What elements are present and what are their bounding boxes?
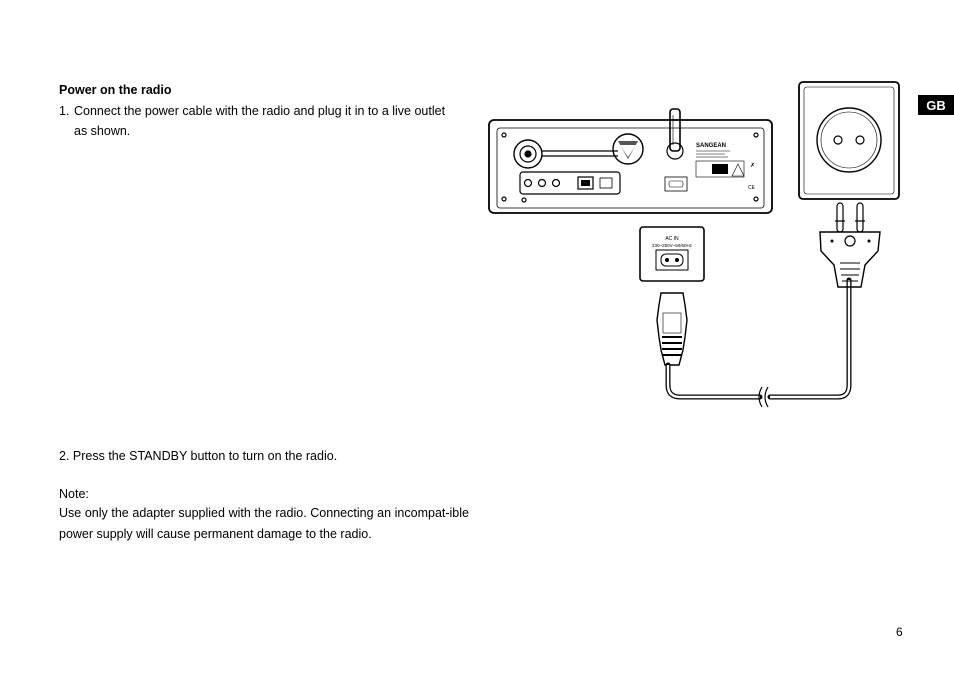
- euro-plug: [819, 202, 881, 288]
- page-number: 6: [896, 625, 903, 639]
- power-cable: [767, 277, 852, 400]
- note-text: Use only the adapter supplied with the r…: [59, 506, 469, 541]
- radio-back-panel: SANGEAN ✗ CE: [488, 108, 773, 214]
- cable-plug-connector: [656, 292, 763, 400]
- instruction-step-1: 1. Connect the power cable with the radio…: [59, 101, 469, 141]
- radio-brand-label: SANGEAN: [696, 143, 726, 149]
- svg-text:CE: CE: [748, 185, 756, 191]
- inlet-label: AC IN: [665, 236, 679, 242]
- cable-break-mark: [758, 386, 769, 408]
- step-1-line-1: Connect the power cable with the radio a…: [74, 104, 446, 118]
- inlet-rating: 230~250V~50/60Hz: [652, 243, 693, 248]
- power-connection-illustration: SANGEAN ✗ CE AC IN 230~250V~50/60Hz: [488, 81, 900, 408]
- language-tab: GB: [918, 95, 954, 115]
- step-1-line-2: as shown.: [74, 124, 131, 138]
- instruction-step-2: 2. Press the STANDBY button to turn on t…: [59, 449, 338, 463]
- ac-inlet-closeup: AC IN 230~250V~50/60Hz: [639, 226, 705, 282]
- note-label: Note:: [59, 487, 89, 501]
- section-heading: Power on the radio: [59, 83, 172, 97]
- wall-socket: [798, 81, 900, 200]
- step-number: 1.: [59, 104, 70, 118]
- svg-text:✗: ✗: [750, 162, 755, 169]
